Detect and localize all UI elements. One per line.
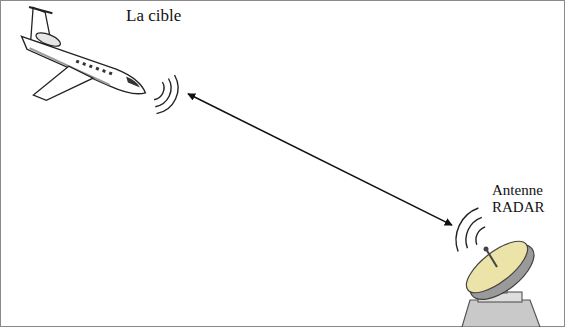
radar-antenna <box>459 232 543 327</box>
wing <box>33 58 93 113</box>
target-node: La cible <box>8 4 188 94</box>
node-label: Antenne RADAR <box>492 182 558 217</box>
dish <box>459 232 536 301</box>
windows <box>76 58 113 76</box>
fuselage <box>17 32 150 100</box>
signal-arrow <box>188 94 452 225</box>
cockpit-window <box>124 76 142 87</box>
plane-waves <box>154 75 178 114</box>
dish-feed <box>486 249 497 267</box>
target-node: Antenne RADAR <box>452 180 562 325</box>
engine <box>34 30 62 49</box>
dish-feed-head <box>484 247 489 252</box>
antenna-waves <box>456 208 485 252</box>
stabilizer <box>29 4 52 16</box>
antenna-base <box>462 300 540 327</box>
node-label: La cible <box>126 6 181 26</box>
